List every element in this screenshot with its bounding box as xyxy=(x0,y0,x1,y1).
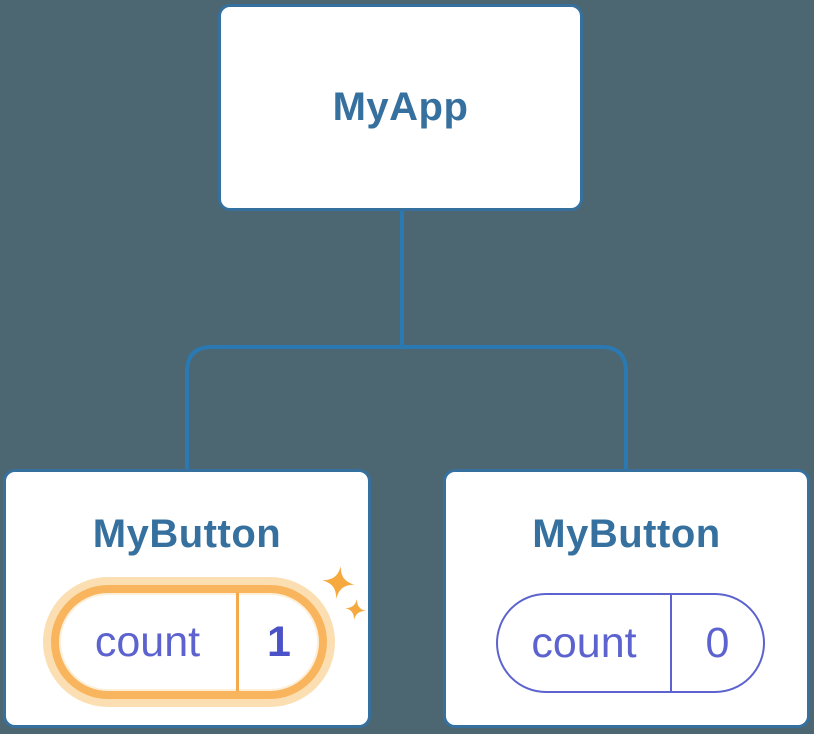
component-label: MyButton xyxy=(92,512,282,556)
component-node-child: MyButton count 0 xyxy=(443,469,810,728)
component-label: MyApp xyxy=(332,85,469,129)
component-node-root: MyApp xyxy=(218,4,583,211)
state-value: 1 xyxy=(236,593,319,691)
component-node-child-highlighted: MyButton count 1 xyxy=(3,469,371,728)
sparkle-icon xyxy=(345,599,366,620)
sparkle-icon xyxy=(322,566,355,599)
state-pill-highlighted: count 1 xyxy=(51,585,327,699)
state-name: count xyxy=(94,617,201,666)
state-pill: count 0 xyxy=(496,593,765,693)
state-value: 0 xyxy=(670,595,763,691)
component-label: MyButton xyxy=(532,512,721,556)
state-name: count xyxy=(531,618,637,667)
